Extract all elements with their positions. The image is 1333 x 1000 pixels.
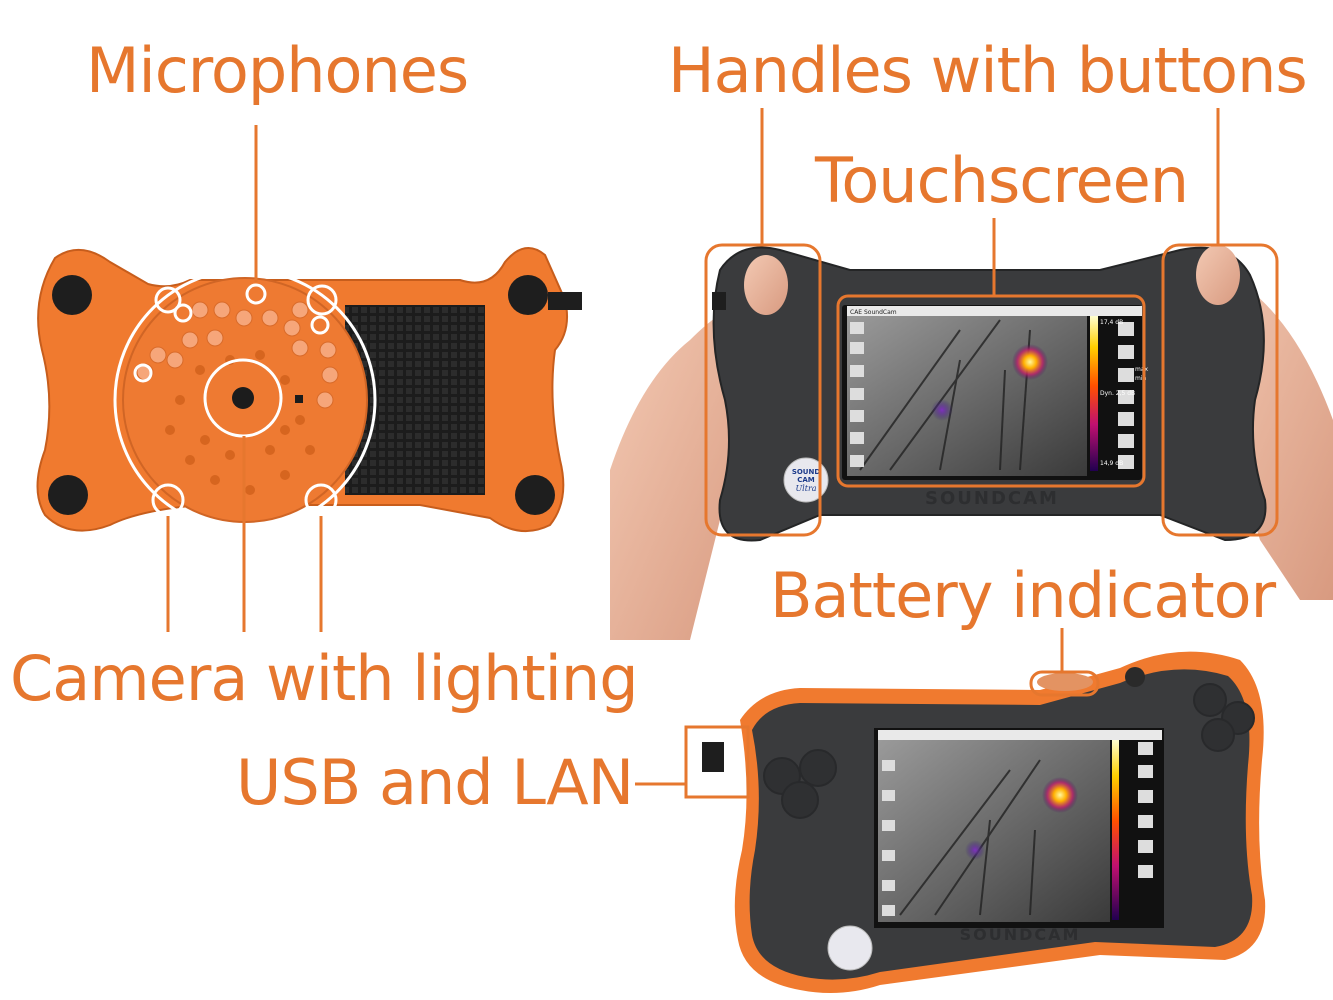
screen-btn-max: max (1135, 366, 1149, 373)
touchscreen-box (836, 294, 1146, 488)
svg-text:SOUND: SOUND (792, 468, 821, 476)
speaker-grille (345, 305, 485, 495)
leader-lines-right (635, 108, 1220, 786)
device-back-view (36, 247, 582, 533)
screen-btn-min: min (1135, 375, 1147, 382)
label-handles: Handles with buttons (668, 34, 1308, 107)
right-handle-box (1161, 243, 1279, 537)
label-usb-lan: USB and LAN (236, 746, 634, 819)
svg-text:CAM: CAM (797, 476, 815, 484)
device-angled-view: SOUNDCAM (702, 651, 1266, 994)
camera-lens (232, 387, 254, 409)
brand-logo-front: SOUNDCAM (925, 488, 1059, 509)
battery-indicator (1037, 673, 1093, 691)
screen-camera-image-2 (878, 740, 1110, 922)
screen-scale-min: 14,9 dB (1100, 460, 1123, 467)
soundcam-badge (783, 457, 829, 503)
label-battery: Battery indicator (770, 559, 1276, 632)
battery-box (1029, 670, 1100, 697)
screen-dyn: Dyn. 2,5 dB (1100, 390, 1135, 397)
device-front-view: CAE SoundCam 17,4 dB Dyn. 2,5 dB 14,9 dB… (610, 245, 1333, 640)
screen-scale-max: 17,4 dB (1100, 319, 1123, 326)
screen-camera-image (847, 316, 1087, 476)
color-scale-bar (1090, 316, 1098, 471)
highlight-boxes-angled (684, 670, 1100, 799)
screen-app-title: CAE SoundCam (850, 309, 897, 316)
label-touchscreen: Touchscreen (815, 144, 1189, 217)
leader-lines-left (166, 125, 323, 632)
label-microphones: Microphones (86, 34, 469, 107)
svg-text:Ultra: Ultra (795, 484, 816, 493)
brand-logo-angled: SOUNDCAM (960, 925, 1081, 944)
usb-lan-box (684, 725, 750, 799)
usb-lan-port (702, 742, 724, 772)
soundcam-badge-2 (827, 925, 873, 971)
label-camera: Camera with lighting (10, 642, 639, 715)
